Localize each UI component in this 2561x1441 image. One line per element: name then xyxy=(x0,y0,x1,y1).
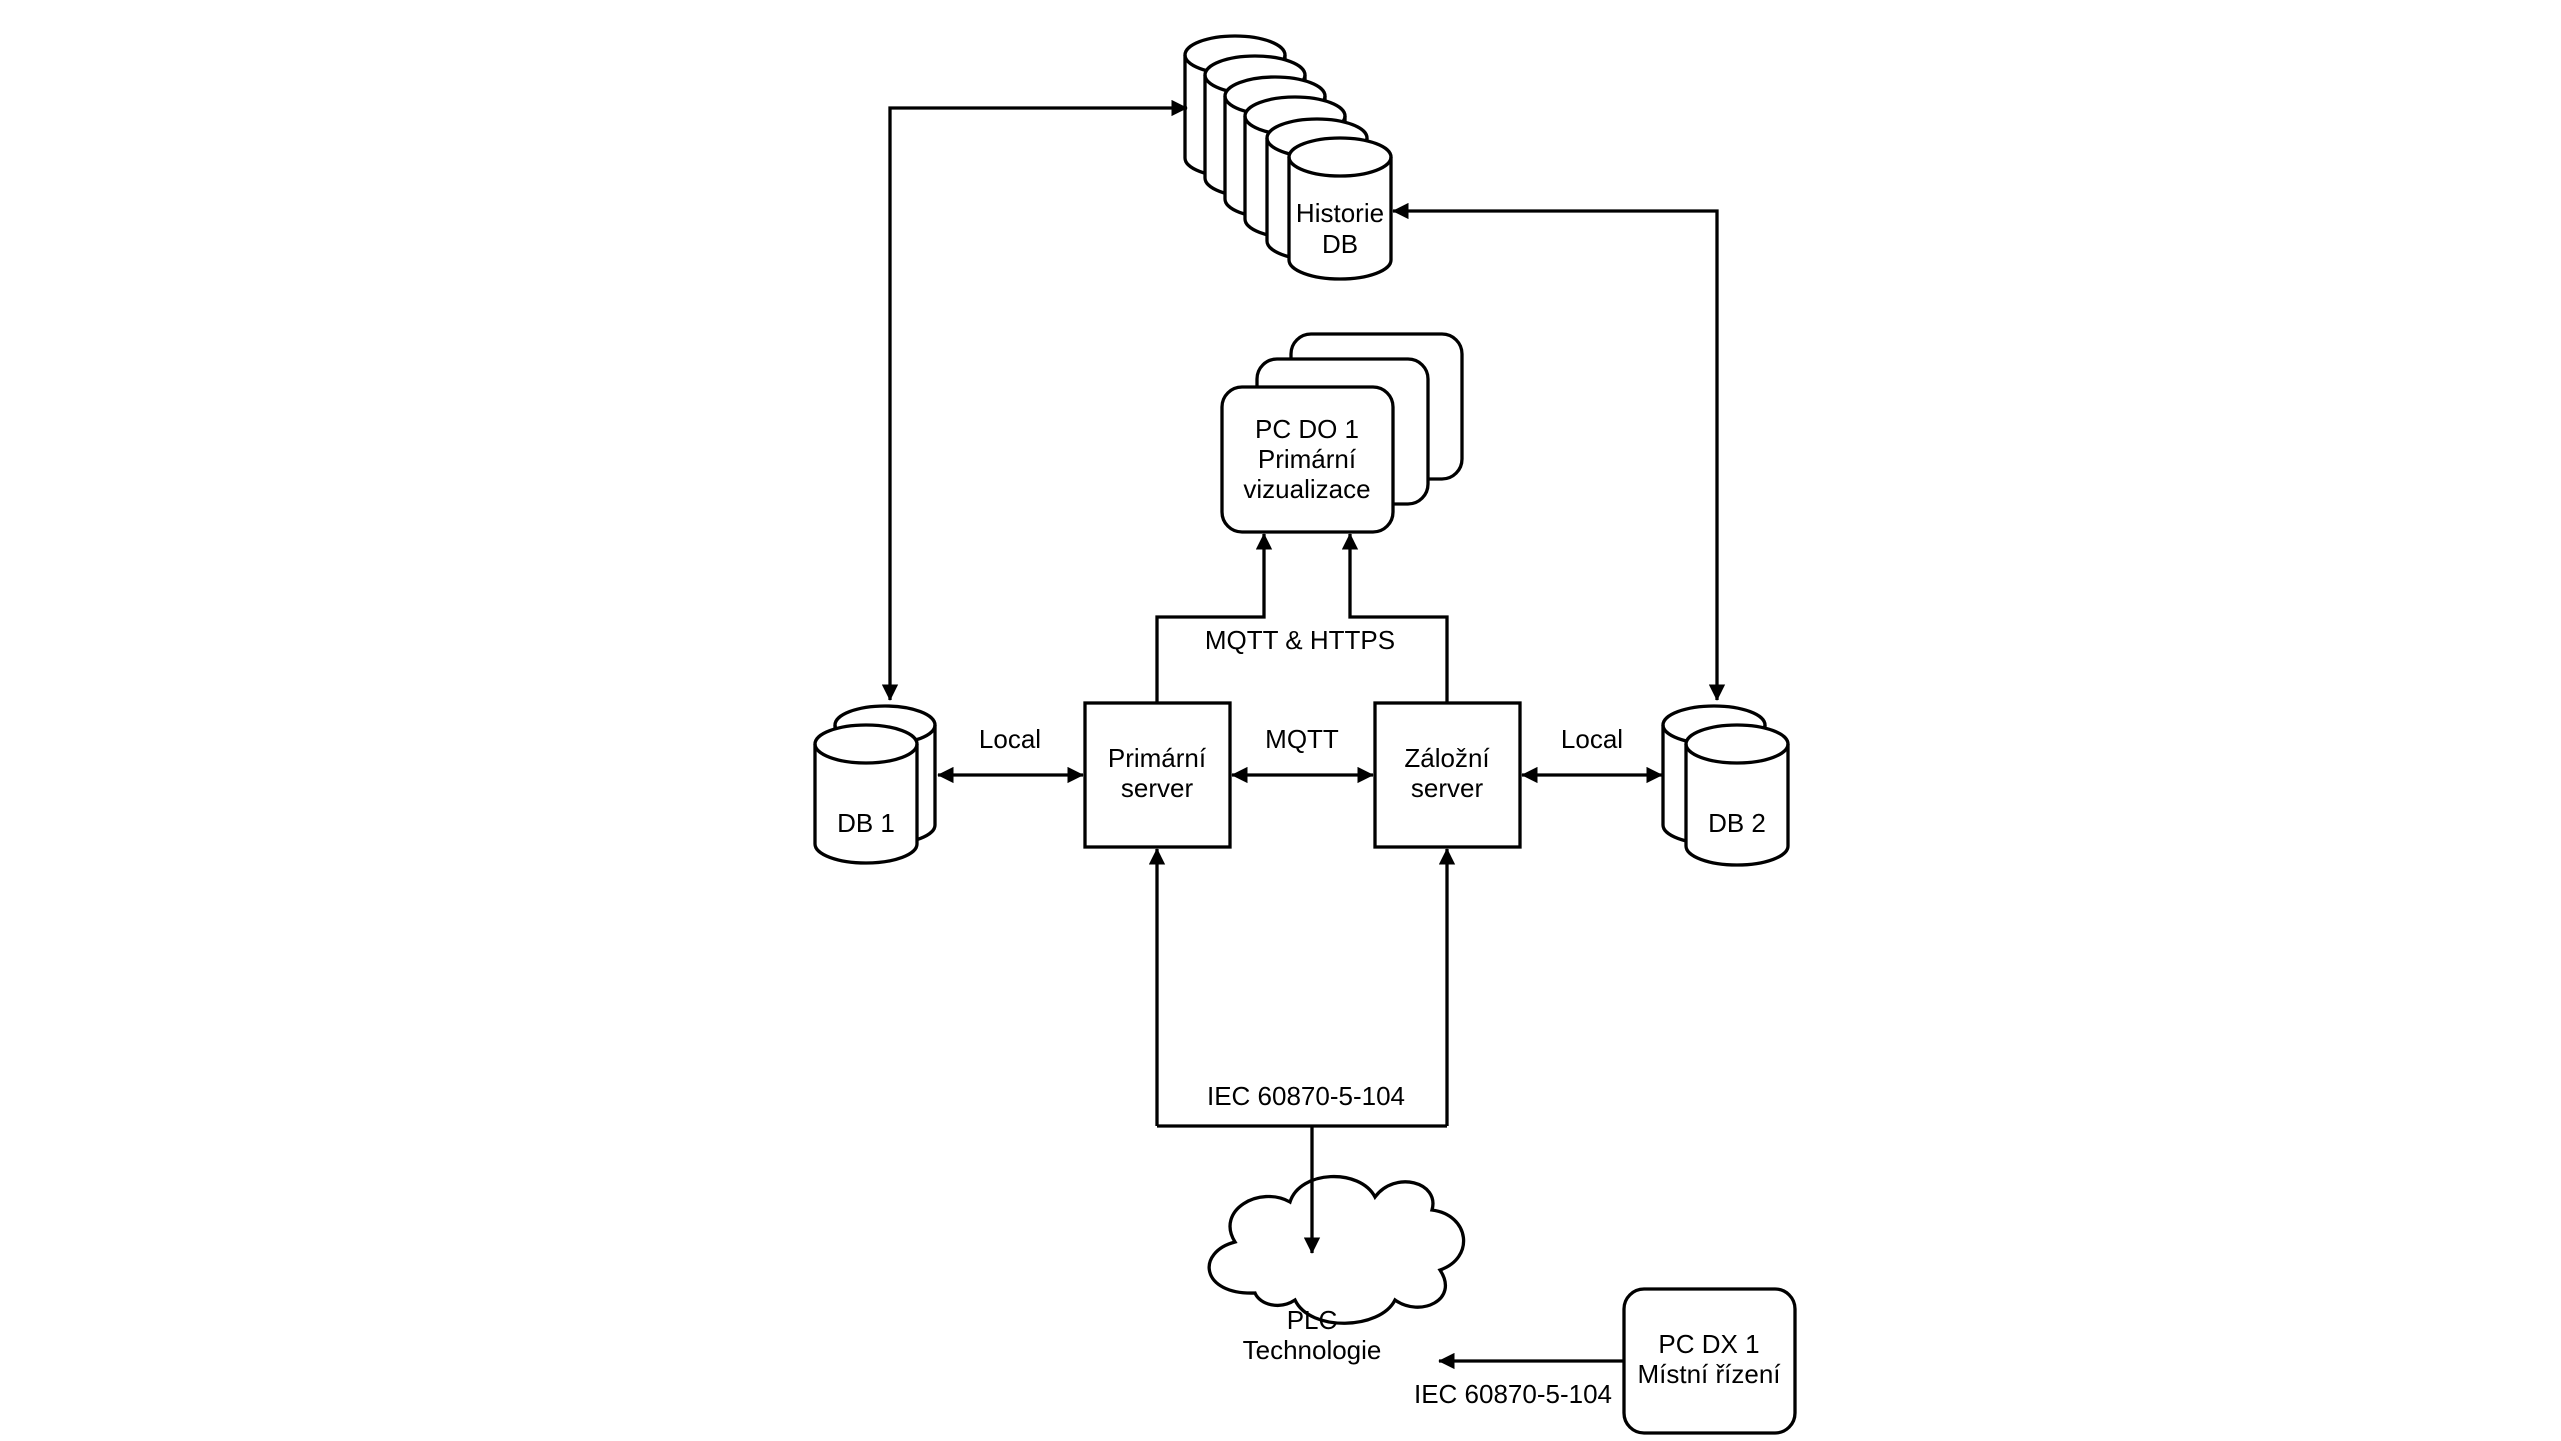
plc-cloud[interactable]: PLC Technologie xyxy=(1207,1174,1466,1365)
pc-do-stack[interactable]: PC DO 1 Primární vizualizace xyxy=(1220,332,1464,534)
iec-bus-label-bg xyxy=(1195,1082,1405,1116)
iec-pcdx-label: IEC 60870-5-104 xyxy=(1414,1379,1612,1409)
backup-server-label-line1: Záložní xyxy=(1404,743,1490,773)
plc-label-line1: PLC xyxy=(1287,1305,1338,1335)
primary-server-box xyxy=(1083,701,1232,849)
historie-db-stack[interactable]: Historie DB xyxy=(1183,34,1393,281)
db2-historie-connector xyxy=(1392,202,1726,701)
primary-pcdo-connector xyxy=(1155,533,1273,703)
historie-db-cylinder-front xyxy=(1287,136,1393,281)
primary-server[interactable]: Primární server xyxy=(1083,701,1232,849)
db2-label: DB 2 xyxy=(1708,808,1766,838)
mqtt-https-label: MQTT & HTTPS xyxy=(1205,625,1395,655)
mqtt-https-label-bg xyxy=(1200,620,1410,654)
connectors xyxy=(881,99,1726,1370)
primary-server-label-line1: Primární xyxy=(1108,743,1207,773)
pc-dx[interactable]: PC DX 1 Místní řízení xyxy=(1622,1287,1797,1435)
backup-server-label-line2: server xyxy=(1411,773,1484,803)
db1-label: DB 1 xyxy=(837,808,895,838)
plc-label-line2: Technologie xyxy=(1243,1335,1382,1365)
plc-cloud-shape xyxy=(1207,1174,1466,1325)
mqtt-label: MQTT xyxy=(1265,724,1339,754)
iec-bus-label: IEC 60870-5-104 xyxy=(1207,1081,1405,1111)
pc-dx-label-line2: Místní řízení xyxy=(1637,1359,1781,1389)
db1-stack[interactable]: DB 1 xyxy=(813,704,937,865)
db1-historie-connector xyxy=(881,99,1188,701)
primary-server-label-line2: server xyxy=(1121,773,1194,803)
backup-server[interactable]: Záložní server xyxy=(1373,701,1522,849)
pc-dx-label-line1: PC DX 1 xyxy=(1658,1329,1759,1359)
local-right-label: Local xyxy=(1561,724,1623,754)
db2-stack[interactable]: DB 2 xyxy=(1661,704,1790,867)
db2-cylinder-front xyxy=(1684,723,1790,867)
pc-do-label-line2: Primární xyxy=(1258,444,1357,474)
backup-server-box xyxy=(1373,701,1522,849)
pc-do-label-line1: PC DO 1 xyxy=(1255,414,1359,444)
edge-labels: MQTT & HTTPS Local MQTT Local IEC 60870-… xyxy=(979,620,1623,1409)
local-left-label: Local xyxy=(979,724,1041,754)
historie-db-label-line1: Historie xyxy=(1296,198,1384,228)
historie-db-label-line2: DB xyxy=(1322,229,1358,259)
backup-pcdo-connector xyxy=(1341,533,1449,703)
db1-cylinder-front xyxy=(813,723,919,865)
pc-do-label-line3: vizualizace xyxy=(1243,474,1370,504)
